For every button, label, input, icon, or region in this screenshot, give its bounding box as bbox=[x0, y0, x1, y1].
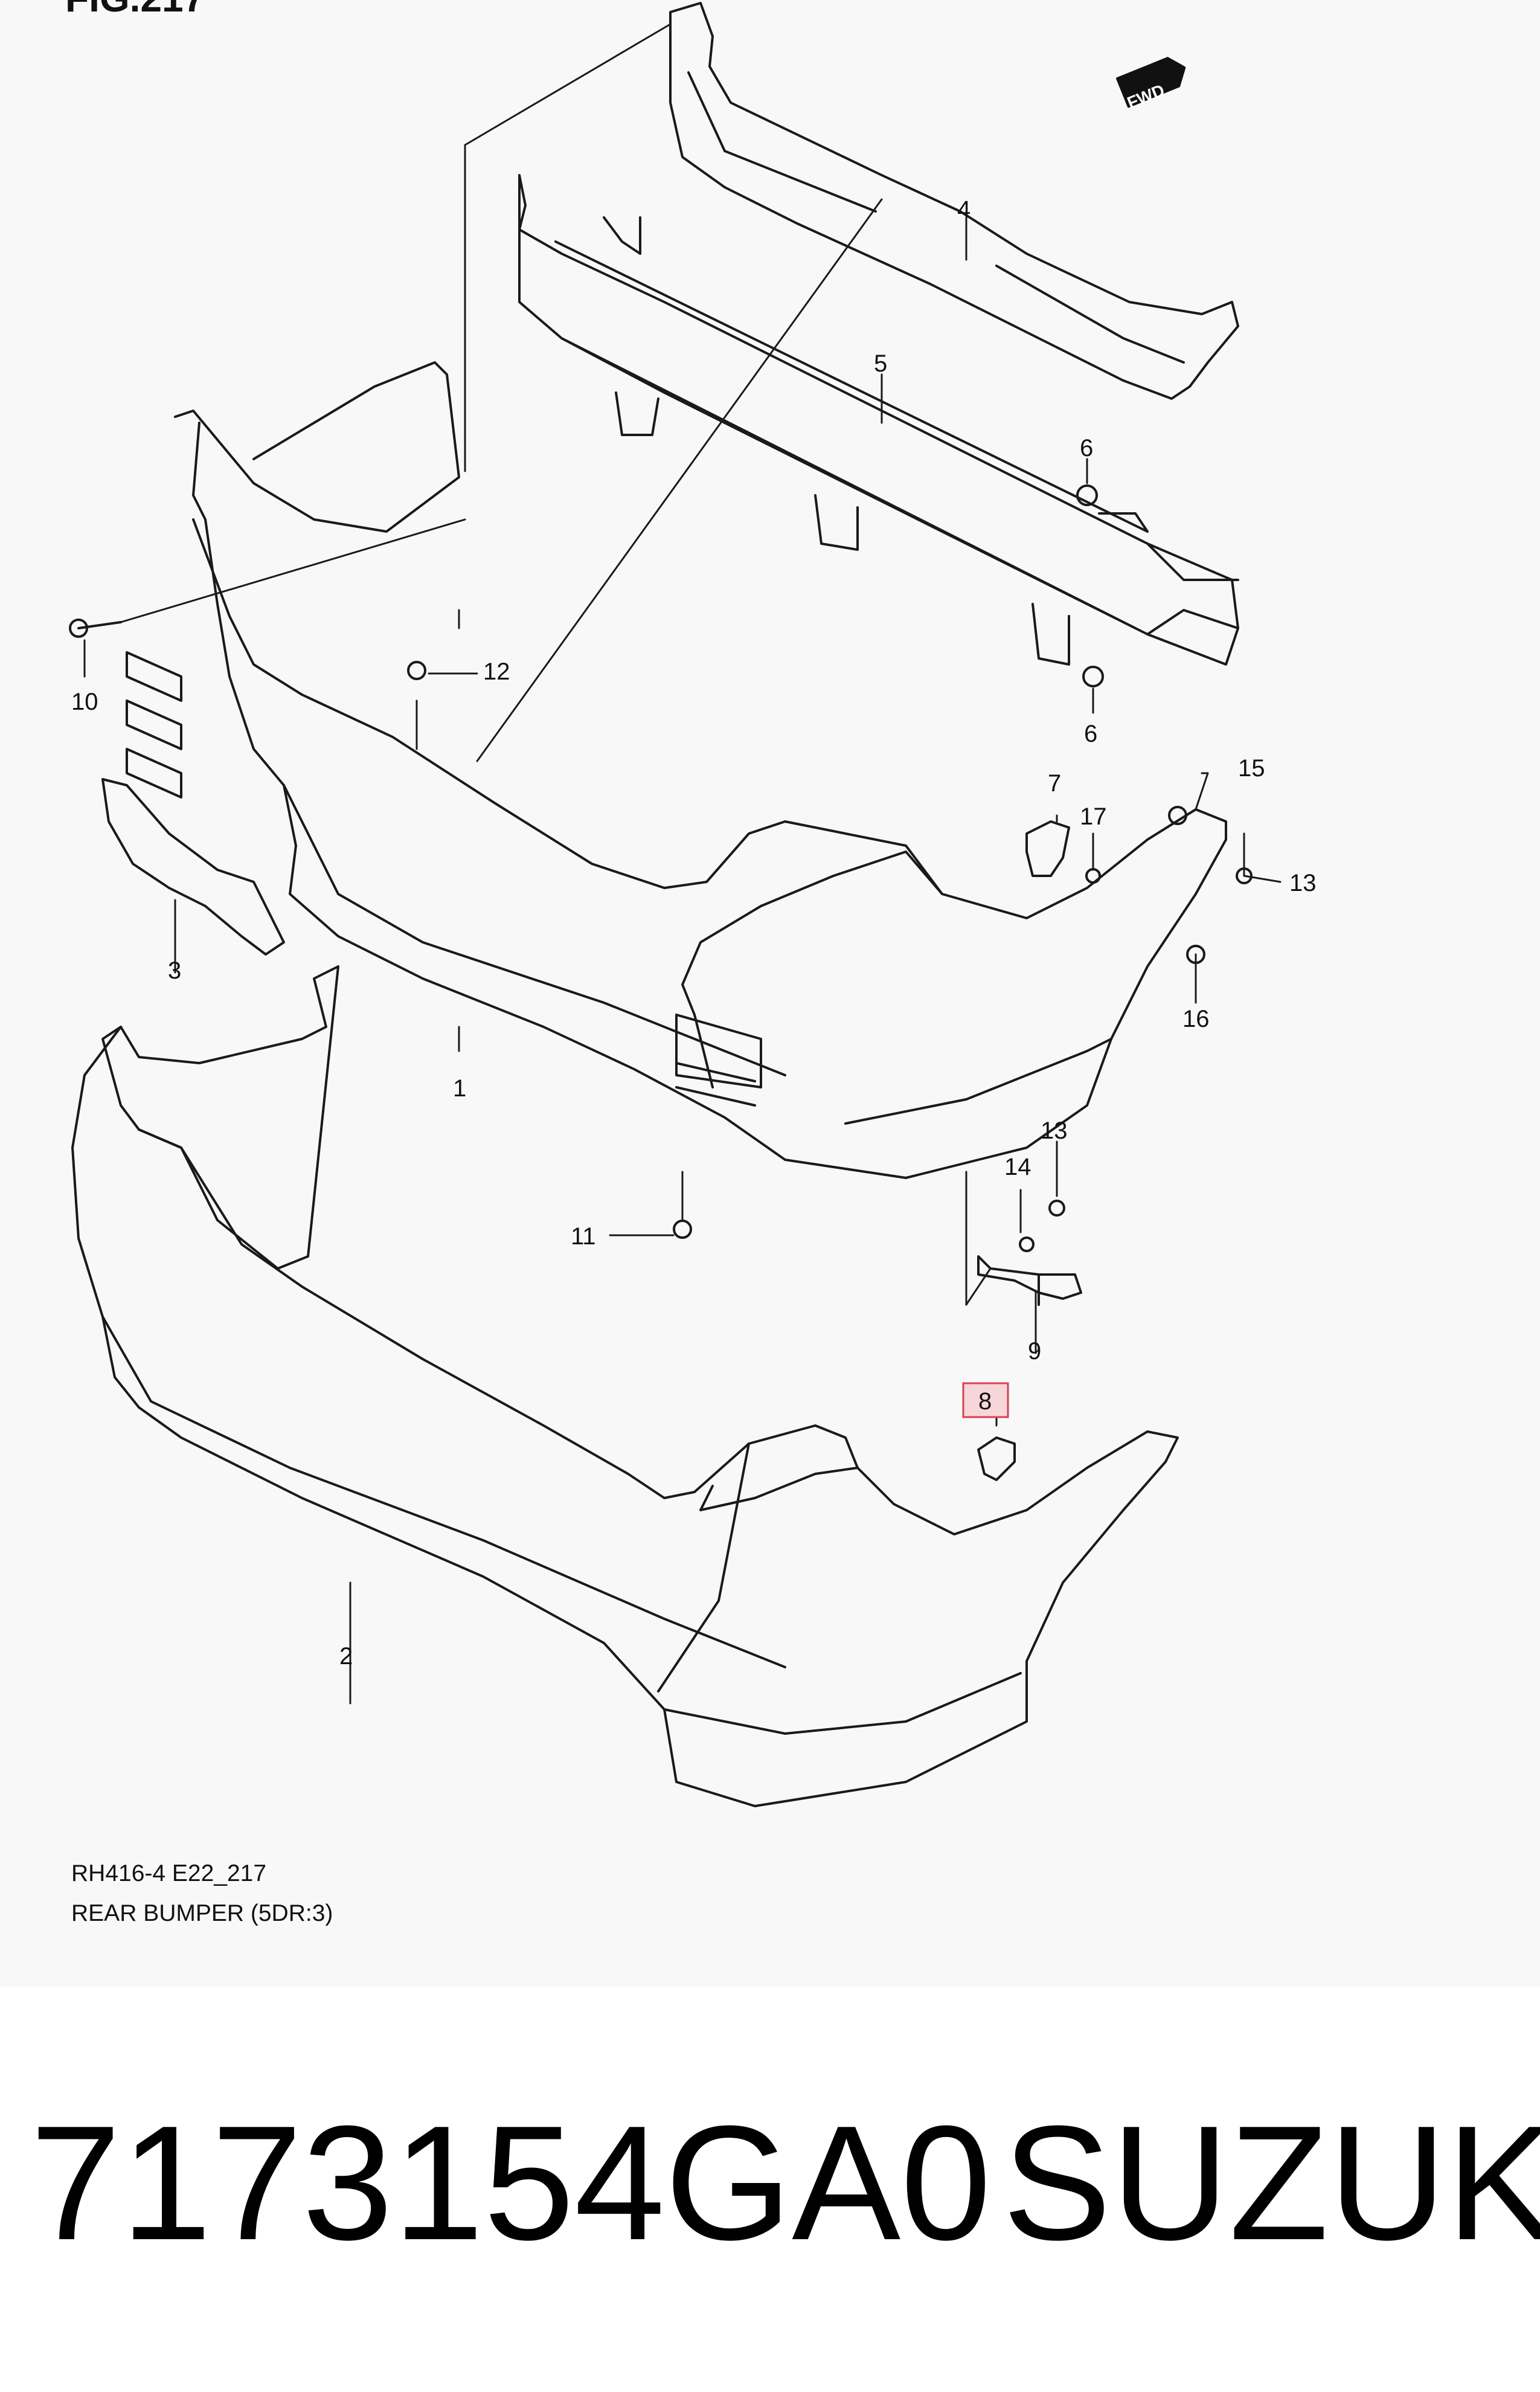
callout-7[interactable]: 7 bbox=[1048, 770, 1061, 797]
callout-12[interactable]: 12 bbox=[483, 658, 510, 685]
part-8-highlight[interactable] bbox=[962, 1382, 1009, 1418]
callout-8[interactable]: 8 bbox=[978, 1388, 992, 1415]
part-7-garnish bbox=[1025, 820, 1070, 877]
part-3-lower-bracket bbox=[101, 778, 285, 956]
callout-11[interactable]: 11 bbox=[571, 1223, 596, 1250]
callout-14[interactable]: 14 bbox=[1004, 1154, 1031, 1180]
callout-4[interactable]: 4 bbox=[957, 196, 971, 223]
callout-9[interactable]: 9 bbox=[1028, 1338, 1041, 1365]
leader-lines bbox=[83, 23, 1282, 1705]
callout-2[interactable]: 2 bbox=[339, 1643, 353, 1670]
callout-13-upper[interactable]: 13 bbox=[1289, 870, 1317, 896]
callout-6-lower[interactable]: 6 bbox=[1084, 721, 1097, 747]
callout-13-lower[interactable]: 13 bbox=[1041, 1117, 1068, 1144]
diagram-code: RH416-4 E22_217 bbox=[71, 1860, 267, 1886]
part-2-outer-bumper-cover bbox=[71, 965, 1179, 1807]
callout-5[interactable]: 5 bbox=[874, 350, 887, 377]
callout-15[interactable]: 15 bbox=[1238, 755, 1265, 782]
part-4-upper-bracket bbox=[669, 2, 1239, 400]
part-1-inner-bumper bbox=[126, 361, 1227, 1179]
callout-16[interactable]: 16 bbox=[1182, 1006, 1210, 1032]
callout-3[interactable]: 3 bbox=[168, 957, 181, 984]
callout-6-upper[interactable]: 6 bbox=[1080, 435, 1093, 461]
callout-17[interactable]: 17 bbox=[1080, 803, 1107, 830]
part-number: 7173154GA0 bbox=[30, 2092, 992, 2274]
part-8-clip bbox=[977, 1436, 1016, 1481]
diagram-title: REAR BUMPER (5DR:3) bbox=[71, 1900, 333, 1926]
fasteners bbox=[69, 484, 1253, 1252]
part-5-reinforcement-beam bbox=[518, 174, 1239, 666]
fwd-badge bbox=[1116, 57, 1186, 108]
diagram-panel bbox=[0, 0, 1540, 1987]
brand-name: SUZUKI bbox=[1003, 2092, 1540, 2274]
callout-1[interactable]: 1 bbox=[453, 1075, 466, 1102]
exploded-parts-diagram: FWD 1 2 3 4 5 6 6 7 8 9 10 11 12 13 13 1… bbox=[69, 2, 1317, 1807]
part-9-side-bracket bbox=[977, 1255, 1082, 1306]
callout-10[interactable]: 10 bbox=[71, 689, 98, 715]
figure-title: FIG.217 bbox=[65, 0, 205, 21]
